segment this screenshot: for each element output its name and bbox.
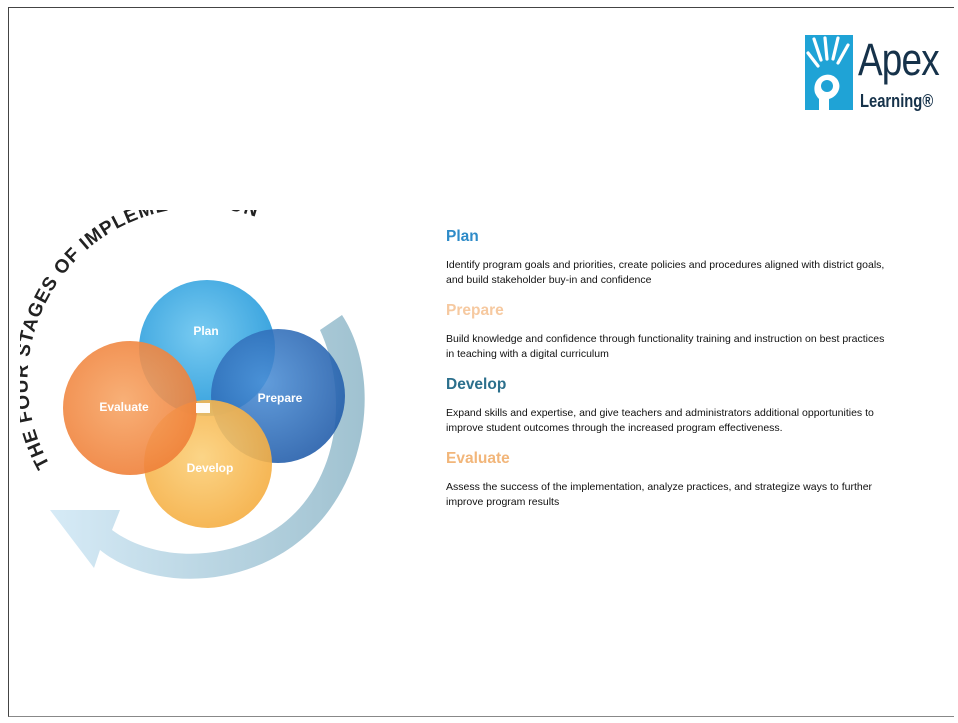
- page-frame: [8, 7, 954, 717]
- stage-desc-evaluate: Assess the success of the implementation…: [446, 481, 873, 508]
- stage-plan: Plan Identify program goals and prioriti…: [446, 228, 886, 288]
- circle-label-develop: Develop: [187, 461, 234, 475]
- circle-label-prepare: Prepare: [258, 391, 303, 405]
- stage-develop: Develop Expand skills and expertise, and…: [446, 376, 886, 436]
- circle-evaluate: [63, 341, 197, 475]
- stage-title-plan: Plan: [446, 228, 479, 245]
- cycle-arrow: [50, 315, 365, 579]
- stage-desc-develop: Expand skills and expertise, and give te…: [446, 407, 874, 434]
- stage-prepare: Prepare Build knowledge and confidence t…: [446, 302, 886, 362]
- stage-title-prepare: Prepare: [446, 302, 504, 319]
- brand-subtitle: Learning®: [860, 91, 934, 111]
- stage-evaluate: Evaluate Assess the success of the imple…: [446, 450, 886, 510]
- stage-title-evaluate: Evaluate: [446, 450, 510, 467]
- brand-name: Apex: [858, 34, 940, 85]
- stage-title-develop: Develop: [446, 376, 507, 393]
- lightbulb-icon: [805, 35, 853, 110]
- stage-desc-plan: Identify program goals and priorities, c…: [446, 259, 885, 286]
- stages-cycle-graphic: Plan Prepare Develop Evaluate THE FOUR S…: [11, 192, 365, 579]
- stage-desc-prepare: Build knowledge and confidence through f…: [446, 333, 885, 360]
- stage-circles: [63, 280, 345, 528]
- circle-label-evaluate: Evaluate: [99, 400, 149, 414]
- four-stages-diagram: Plan Prepare Develop Evaluate THE FOUR S…: [11, 192, 390, 610]
- circle-label-plan: Plan: [193, 324, 218, 338]
- apex-learning-logo: Apex Learning®: [805, 35, 945, 115]
- stages-list: Plan Identify program goals and prioriti…: [446, 228, 886, 524]
